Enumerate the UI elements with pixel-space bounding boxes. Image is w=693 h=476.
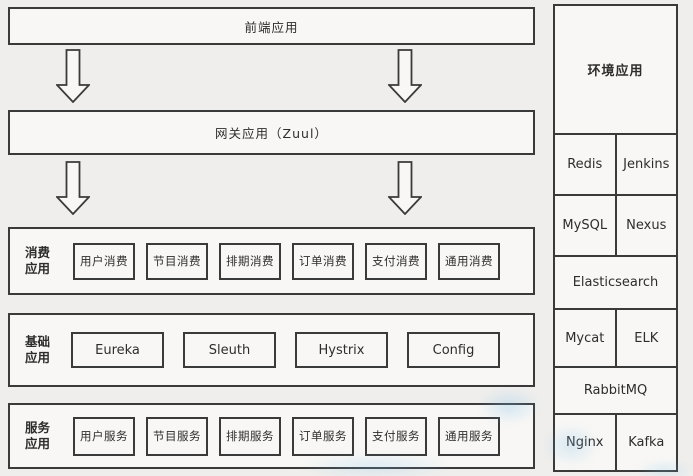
service-box-schedule: 排期服务 (219, 416, 281, 456)
service-box-payment: 支付服务 (365, 416, 427, 456)
sidebar-row: Mycat ELK (555, 308, 676, 366)
consumer-box-user: 用户消费 (73, 242, 135, 280)
env-cell-mysql: MySQL (555, 196, 617, 255)
service-box-common: 通用服务 (438, 416, 500, 456)
service-box-program: 节目服务 (146, 416, 208, 456)
consumer-layer-label: 消费 应用 (24, 244, 50, 276)
service-box-order: 订单服务 (292, 416, 354, 456)
environment-sidebar-title: 环境应用 (587, 64, 644, 79)
environment-sidebar: 环境应用 Redis Jenkins MySQL Nexus Elasticse… (553, 4, 678, 472)
env-cell-nexus: Nexus (626, 218, 667, 233)
base-box-eureka: Eureka (71, 332, 164, 368)
consumer-layer-container: 消费 应用 用户消费 节目消费 排期消费 订单消费 支付消费 通用消费 (8, 227, 535, 295)
service-boxes: 用户服务 节目服务 排期服务 订单服务 支付服务 通用服务 (73, 416, 500, 456)
base-layer-container: 基础 应用 Eureka Sleuth Hystrix Config (8, 313, 535, 387)
service-layer-label: 服务 应用 (24, 419, 50, 451)
consumer-box-program: 节目消费 (146, 242, 208, 280)
env-cell-mycat: Mycat (555, 310, 617, 366)
consumer-boxes: 用户消费 节目消费 排期消费 订单消费 支付消费 通用消费 (73, 242, 500, 280)
env-cell-jenkins: Jenkins (623, 157, 670, 172)
sidebar-row: MySQL Nexus (555, 194, 676, 255)
down-arrow-icon (56, 49, 90, 103)
base-box-sleuth: Sleuth (183, 332, 276, 368)
base-layer-label: 基础 应用 (24, 333, 50, 365)
down-arrow-icon (56, 161, 90, 215)
base-box-config: Config (407, 332, 500, 368)
env-cell-rabbitmq: RabbitMQ (583, 383, 648, 398)
gateway-app-label: 网关应用（Zuul） (215, 126, 328, 141)
consumer-box-order: 订单消费 (292, 242, 354, 280)
env-cell-elk: ELK (634, 330, 659, 346)
service-box-user: 用户服务 (73, 416, 135, 456)
env-cell-elasticsearch: Elasticsearch (572, 275, 659, 290)
sidebar-row: RabbitMQ (555, 366, 676, 413)
sidebar-row: Redis Jenkins (555, 133, 676, 194)
sidebar-row: Nginx Kafka (555, 413, 676, 470)
base-boxes: Eureka Sleuth Hystrix Config (71, 332, 500, 368)
base-box-hystrix: Hystrix (295, 332, 388, 368)
env-cell-nginx: Nginx (555, 415, 617, 470)
down-arrow-icon (388, 49, 422, 103)
service-layer-container: 服务 应用 用户服务 节目服务 排期服务 订单服务 支付服务 通用服务 (8, 403, 535, 469)
down-arrow-icon (388, 161, 422, 215)
env-cell-kafka: Kafka (628, 435, 665, 450)
sidebar-row: Elasticsearch (555, 255, 676, 308)
frontend-app-box: 前端应用 (8, 7, 535, 45)
env-cell-redis: Redis (555, 135, 617, 194)
gateway-app-box: 网关应用（Zuul） (8, 110, 535, 155)
consumer-box-schedule: 排期消费 (219, 242, 281, 280)
consumer-box-common: 通用消费 (438, 242, 500, 280)
frontend-app-label: 前端应用 (244, 19, 299, 35)
consumer-box-payment: 支付消费 (365, 242, 427, 280)
